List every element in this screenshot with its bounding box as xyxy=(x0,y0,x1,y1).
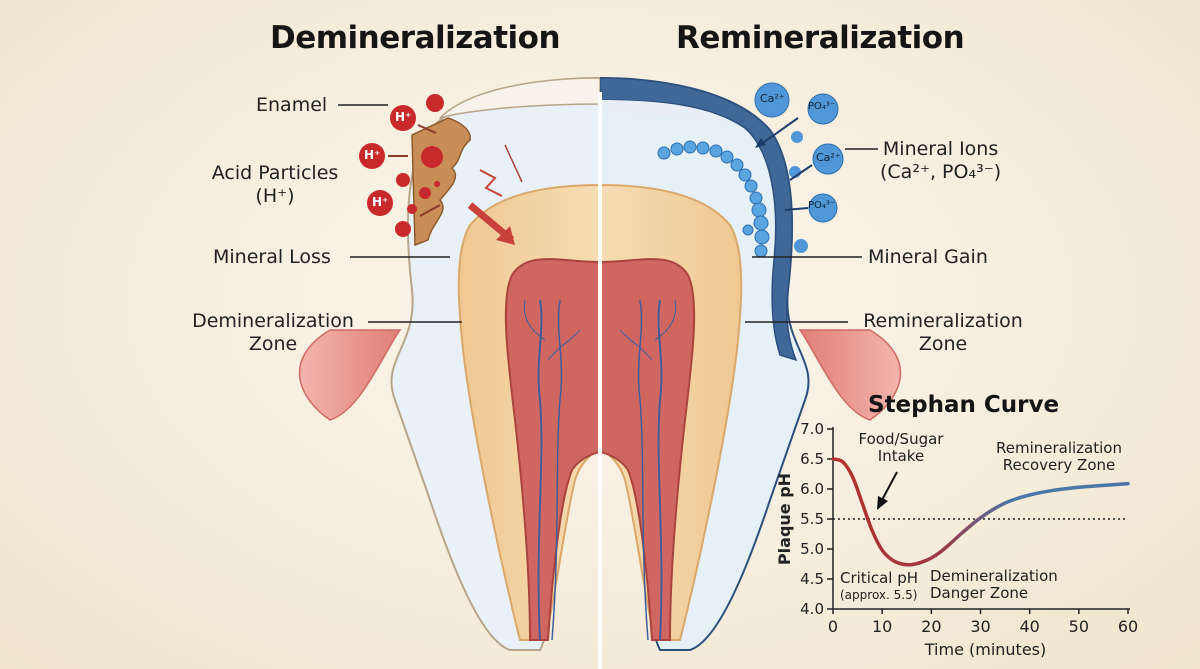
label-acid-particles: Acid Particles (H⁺) xyxy=(211,162,339,207)
mineral-ions xyxy=(657,82,844,258)
h-plus-label-2: H⁺ xyxy=(364,148,381,162)
po4-label-2: PO₄³⁻ xyxy=(808,200,836,211)
h-plus-label-1: H⁺ xyxy=(395,110,412,124)
title-demineralization: Demineralization xyxy=(270,20,561,56)
label-mineral-gain: Mineral Gain xyxy=(868,246,988,268)
label-mineral-loss: Mineral Loss xyxy=(213,246,331,268)
h-plus-label-3: H⁺ xyxy=(372,195,389,209)
po4-label-1: PO₄³⁻ xyxy=(808,101,836,112)
ca-label-1: Ca²⁺ xyxy=(760,92,785,105)
label-remineralization-zone: Remineralization Zone xyxy=(863,310,1023,355)
label-enamel: Enamel xyxy=(256,94,328,116)
leader-lines xyxy=(338,104,878,323)
annotation-recovery-zone: Remineralization Recovery Zone xyxy=(996,439,1122,474)
title-remineralization: Remineralization xyxy=(676,20,965,56)
annotation-critical-ph: Critical pH (approx. 5.5) xyxy=(840,569,919,603)
chart-title: Stephan Curve xyxy=(868,392,1060,418)
annotation-danger-zone: Demineralization Danger Zone xyxy=(930,567,1058,602)
acid-particles xyxy=(359,94,444,237)
ca-label-2: Ca²⁺ xyxy=(816,151,841,164)
label-mineral-ions: Mineral Ions (Ca²⁺, PO₄³⁻) xyxy=(880,138,1002,183)
annotation-food-intake: Food/Sugar Intake xyxy=(858,430,944,465)
gum-right xyxy=(798,329,902,421)
label-demineralization-zone: Demineralization Zone xyxy=(192,310,354,355)
gum-left xyxy=(298,329,402,421)
